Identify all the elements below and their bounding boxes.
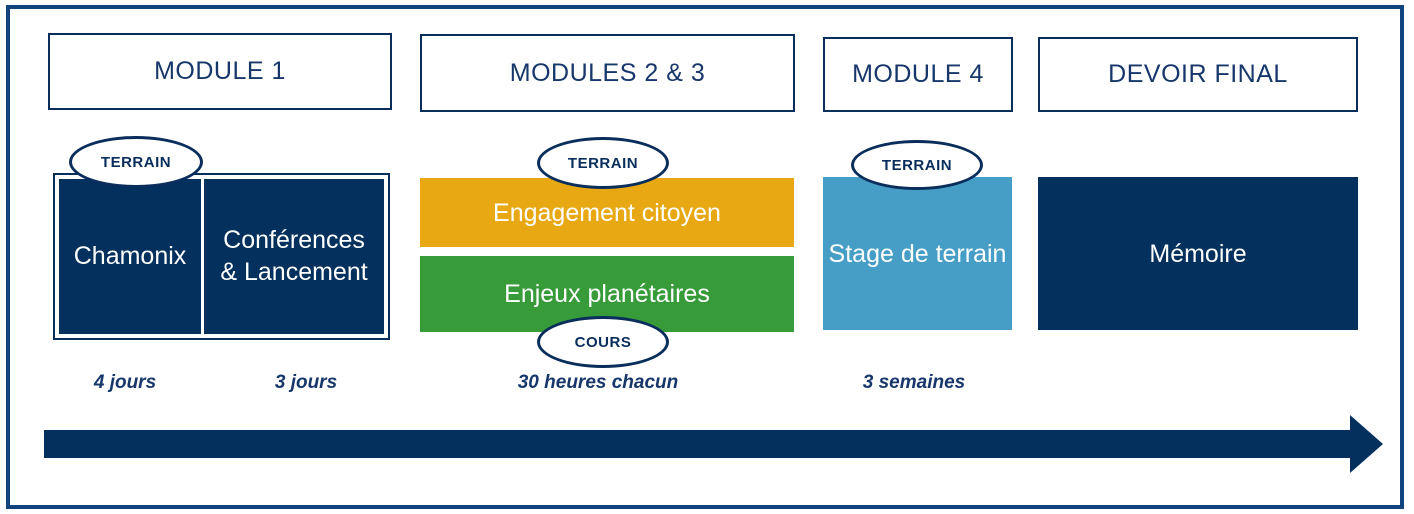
- terrain-badge-module-4: TERRAIN: [851, 140, 983, 190]
- memoire-box: Mémoire: [1038, 177, 1358, 330]
- outer-frame: [6, 5, 1404, 509]
- duration-modules-2-3: 30 heures chacun: [517, 372, 679, 393]
- header-modules-2-3: MODULES 2 & 3: [420, 34, 795, 112]
- conferences-lancement-box: Conférences & Lancement: [204, 179, 384, 334]
- stage-de-terrain-box: Stage de terrain: [823, 177, 1012, 330]
- terrain-badge-module-1: TERRAIN: [69, 136, 203, 188]
- cours-badge-modules-2-3: COURS: [537, 316, 669, 368]
- header-module-4: MODULE 4: [823, 37, 1013, 112]
- terrain-badge-modules-2-3: TERRAIN: [537, 137, 669, 189]
- duration-conferences: 3 jours: [274, 372, 338, 393]
- duration-chamonix: 4 jours: [93, 372, 157, 393]
- duration-module-4: 3 semaines: [862, 372, 966, 393]
- module-1-container: Chamonix Conférences & Lancement: [53, 173, 390, 340]
- engagement-citoyen-box: Engagement citoyen: [420, 178, 794, 247]
- header-module-1: MODULE 1: [48, 33, 392, 110]
- chamonix-box: Chamonix: [59, 179, 202, 334]
- timeline-arrow-bar: [44, 430, 1350, 458]
- header-devoir-final: DEVOIR FINAL: [1038, 37, 1358, 112]
